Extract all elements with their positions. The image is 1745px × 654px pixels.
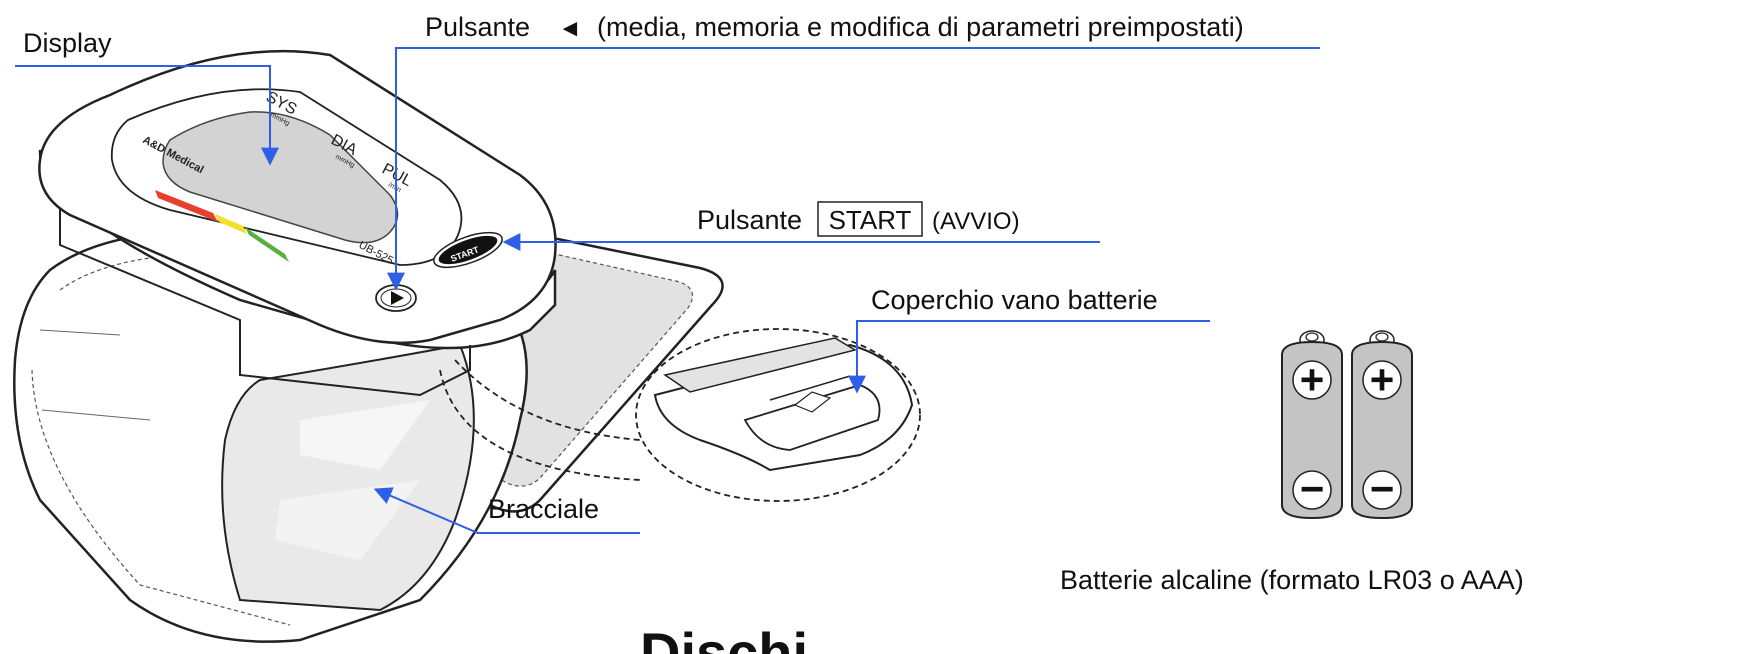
leader-battery-cover — [848, 320, 1210, 394]
label-start-button-suffix: (AVVIO) — [932, 208, 1020, 235]
battery-left-minus: − — [1300, 465, 1325, 512]
leader-arrow-button — [387, 47, 1320, 291]
label-start-button-prefix: Pulsante — [697, 205, 802, 235]
leader-lines — [15, 47, 1320, 534]
label-battery-cover: Coperchio vano batterie — [871, 285, 1158, 315]
label-arrow-button-desc: (media, memoria e modifica di parametri … — [597, 12, 1244, 42]
battery-right-minus: − — [1370, 465, 1395, 512]
bar-green — [245, 227, 289, 262]
battery-cover-callout — [439, 328, 921, 502]
start-key-box — [817, 201, 923, 237]
label-start-button-key: START — [829, 205, 912, 235]
bar-yellow — [215, 214, 247, 234]
leader-cuff — [373, 487, 640, 534]
label-cuff: Bracciale — [488, 494, 599, 524]
battery-right-plus: + — [1370, 356, 1395, 403]
lcd-screen — [162, 111, 399, 244]
start-button[interactable]: START — [430, 225, 507, 274]
arrow-button[interactable] — [375, 284, 417, 312]
monitor-body: A&D Medical SYS mmHg DIA mmHg PUL /min U… — [38, 49, 557, 397]
label-arrow-button-glyph: ◄ — [558, 15, 582, 42]
bottom-cut-heading: Dischi — [640, 621, 808, 654]
label-arrow-button-prefix: Pulsante — [425, 12, 530, 42]
bar-red — [155, 190, 218, 222]
label-batteries: Batterie alcaline (formato LR03 o AAA) — [1060, 565, 1524, 595]
battery-left: + − — [1281, 330, 1343, 520]
label-display: Display — [23, 28, 112, 58]
triangle-icon — [391, 291, 404, 305]
leader-display — [15, 65, 279, 166]
battery-right: + − — [1351, 330, 1413, 520]
battery-left-plus: + — [1300, 356, 1325, 403]
battery-cover-plate — [743, 384, 881, 451]
